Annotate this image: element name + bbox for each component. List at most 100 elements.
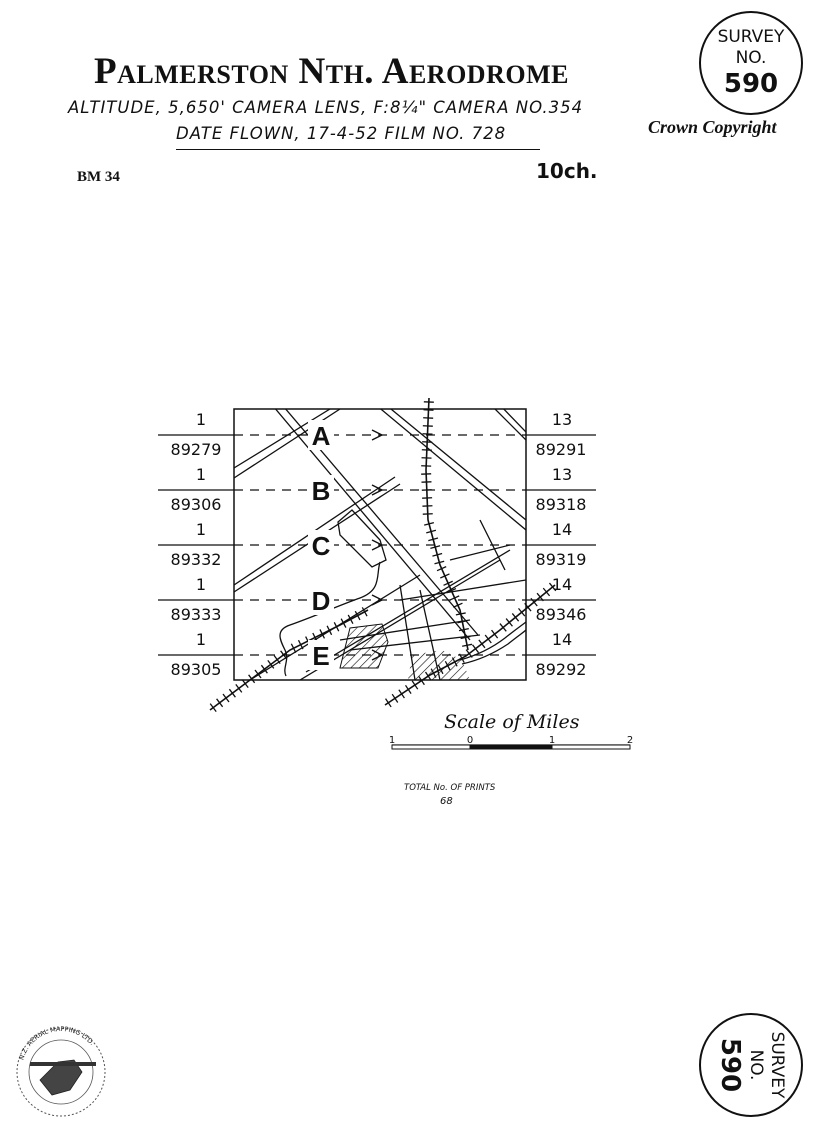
right-exposure-end: 14 <box>552 630 572 649</box>
railway-tie <box>465 649 473 658</box>
right-film-number: 89291 <box>536 440 587 459</box>
railway-tie <box>471 644 480 654</box>
railway-tie <box>290 643 297 653</box>
seal-word-no: NO. <box>735 48 767 68</box>
road <box>305 549 511 673</box>
prints-note-label: TOTAL No. OF PRINTS <box>404 783 496 793</box>
railway-tie <box>524 602 532 612</box>
railway-tie <box>319 629 326 639</box>
scale-tick-label: 2 <box>627 735 633 746</box>
strip-letter-backing <box>308 420 334 450</box>
railway-tie <box>432 552 443 557</box>
railway-tie <box>458 627 469 632</box>
scale-tick-label: 1 <box>389 735 395 746</box>
prints-count: 68 <box>440 796 453 807</box>
railway-tie <box>460 635 471 640</box>
right-exposure-end: 13 <box>552 465 572 484</box>
scale-tick-label: 1 <box>549 735 555 746</box>
built-up-area <box>339 623 389 669</box>
road <box>449 544 511 561</box>
railway-tie <box>437 664 444 675</box>
left-exposure-start: 1 <box>196 465 206 484</box>
railway-tie <box>385 698 392 708</box>
railway-tie <box>457 620 468 624</box>
stream <box>461 629 526 665</box>
logo-text: N.Z. AERIAL MAPPING LTD. <box>17 1025 96 1061</box>
direction-arrow-icon <box>371 429 384 441</box>
left-exposure-start: 1 <box>196 630 206 649</box>
railway-tie <box>248 674 256 684</box>
scale-bar-seg <box>469 744 553 750</box>
date-film-line: DATE FLOWN, 17-4-52 FILM NO. 728 <box>176 124 507 143</box>
left-exposure-start: 1 <box>196 520 206 539</box>
strip-letter: B <box>312 476 331 506</box>
railway-tie <box>411 680 419 690</box>
railway-tie <box>241 679 249 688</box>
right-exposure-end: 14 <box>552 520 572 539</box>
flight-lines <box>234 429 526 661</box>
railway-tie <box>446 587 457 594</box>
railway-tie <box>440 573 450 579</box>
railway-tie <box>434 560 445 565</box>
railway-tie <box>505 618 513 627</box>
railway-tie <box>418 676 425 686</box>
header-underline <box>176 149 540 150</box>
strip-letter: A <box>312 421 331 451</box>
railway-tie <box>333 621 340 632</box>
railway-tie <box>449 595 460 601</box>
strip-letter-backing <box>308 530 334 560</box>
right-exposure-end: 14 <box>552 575 572 594</box>
strip-letter: D <box>312 586 331 616</box>
logo-ring <box>16 1027 106 1117</box>
strip-letter: C <box>312 531 331 561</box>
railway-tie <box>444 660 451 671</box>
railway-tie <box>228 688 236 698</box>
scale-of-miles: Scale of Miles 1 0 1 2 <box>389 711 633 750</box>
aerodrome-boundary <box>337 509 387 568</box>
railway-tie <box>443 580 453 586</box>
road <box>379 409 526 531</box>
direction-arrow-icon <box>371 484 384 496</box>
road <box>274 409 471 641</box>
railway-tie <box>424 671 432 681</box>
direction-arrow-icon <box>371 594 384 606</box>
road <box>494 409 526 441</box>
railway-tie <box>297 639 304 650</box>
railway-tie <box>484 634 492 644</box>
plane-wing-icon <box>30 1062 96 1066</box>
crown-copyright: Crown Copyright <box>648 117 777 137</box>
seal-number: 590 <box>723 69 779 99</box>
railway-tie <box>326 625 333 636</box>
left-film-number: 89306 <box>171 495 222 514</box>
railway-tie <box>478 639 486 649</box>
direction-arrow-icon <box>371 539 384 551</box>
railway-tie <box>542 587 551 597</box>
railway-tie <box>404 684 412 694</box>
sheet-title: Palmerston Nth. Aerodrome <box>94 51 569 92</box>
right-film-number: 89292 <box>536 660 587 679</box>
railway-tie <box>209 703 217 712</box>
altitude-lens-camera-line: ALTITUDE, 5,650' CAMERA LENS, F:8¼" CAME… <box>68 98 584 117</box>
railway-tie <box>455 612 466 616</box>
railway-tie <box>430 545 441 549</box>
seal-word-survey: SURVEY <box>717 27 785 47</box>
railway-tie <box>260 664 268 674</box>
railway-tie <box>462 643 473 647</box>
strip-labels: A1892791389291B1893061389318C18933214893… <box>158 410 596 679</box>
road <box>389 409 526 521</box>
railway-tie <box>235 684 243 693</box>
scale-title: Scale of Miles <box>444 711 580 733</box>
benchmark-label: BM 34 <box>77 169 120 185</box>
railway-tie <box>491 629 499 639</box>
railway-tie <box>273 655 281 664</box>
road <box>399 579 526 601</box>
railway-tie <box>426 529 437 534</box>
right-film-number: 89346 <box>536 605 587 624</box>
direction-arrow-icon <box>371 649 384 661</box>
right-exposure-end: 13 <box>552 410 572 429</box>
left-exposure-start: 1 <box>196 575 206 594</box>
strip-letter-backing <box>308 640 334 670</box>
railway-lines <box>209 397 557 712</box>
scale-bar-seg <box>551 744 631 750</box>
